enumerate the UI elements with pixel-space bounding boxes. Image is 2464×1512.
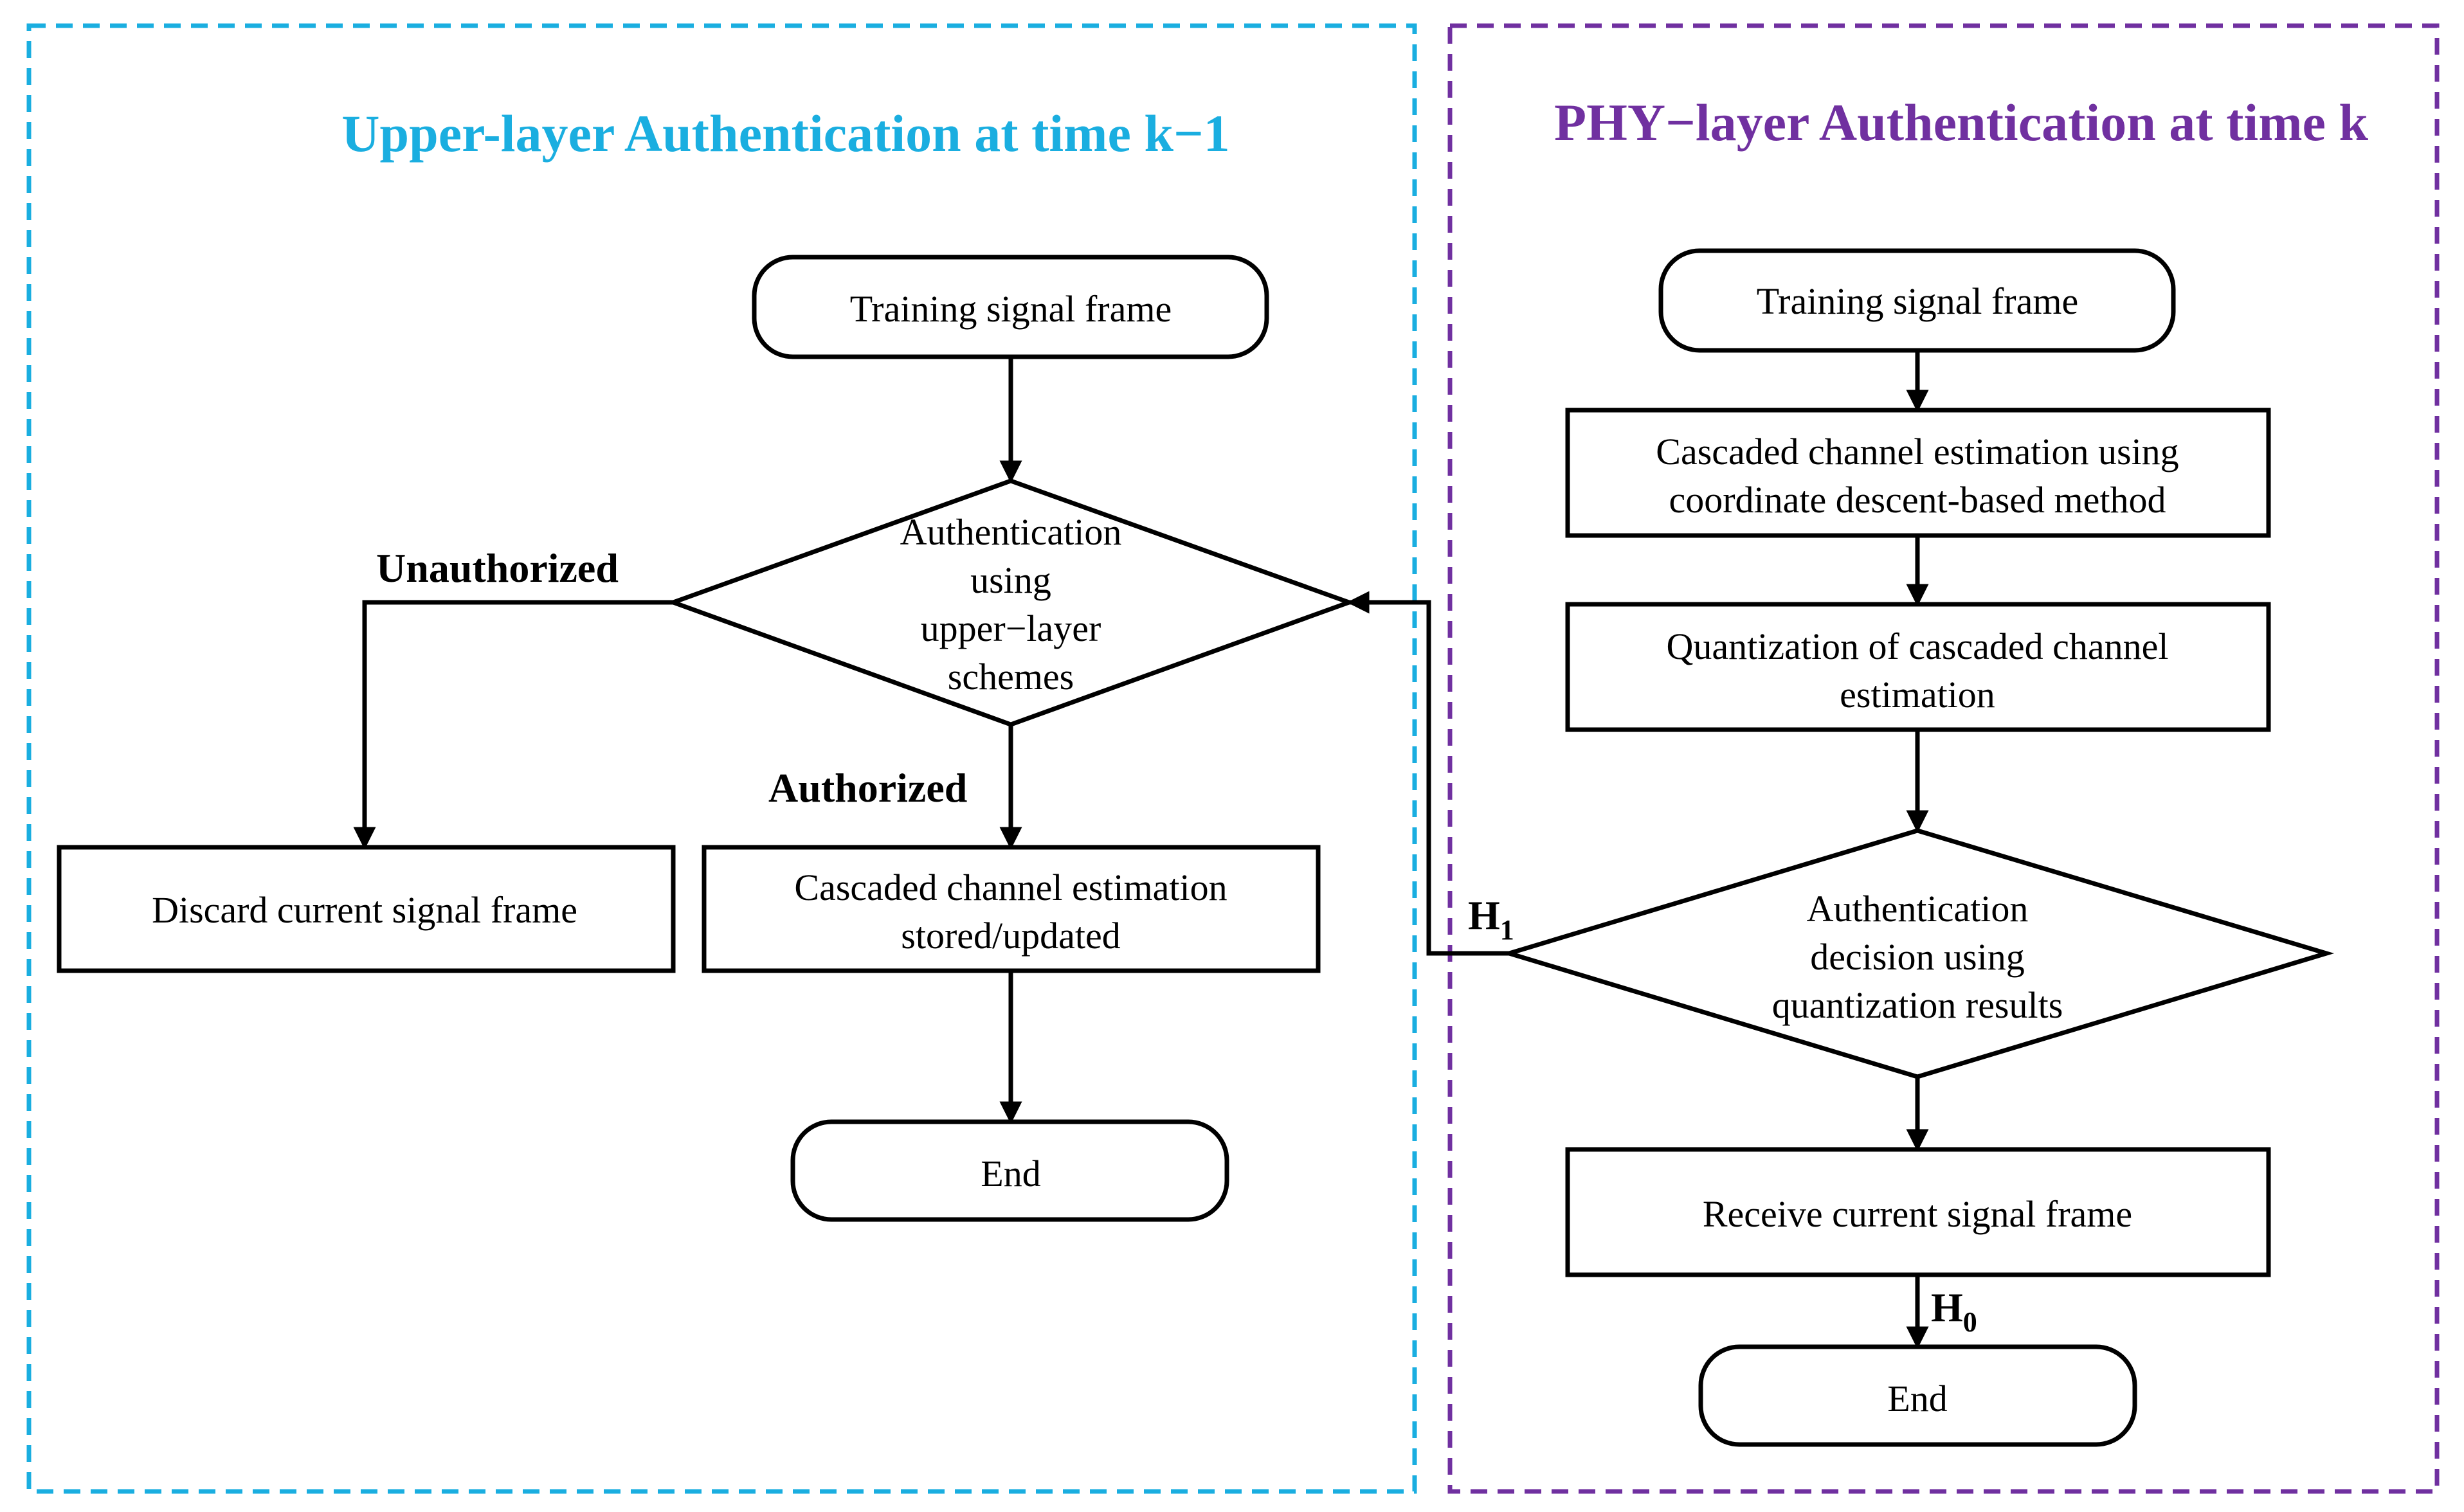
store-text-line-2: stored/updated xyxy=(901,915,1120,957)
quantization-text-line-2: estimation xyxy=(1840,674,1995,716)
upper-start-text: Training signal frame xyxy=(850,288,1172,330)
estimation-text-line-2: coordinate descent-based method xyxy=(1669,479,2166,521)
authorized-label: Authorized xyxy=(768,765,967,811)
estimation-text-line-1: Cascaded channel estimation using xyxy=(1656,431,2179,473)
discard-box xyxy=(57,845,676,973)
discard-text: Discard current signal frame xyxy=(152,889,577,931)
receive-box xyxy=(1565,1147,2271,1277)
upper-panel-title: Upper-layer Authentication at time k−1 xyxy=(341,104,1229,163)
upper-decision-line-4: schemes xyxy=(948,656,1074,698)
phy-decision-line-1: Authentication xyxy=(1807,888,2029,930)
phy-decision-line-2: decision using xyxy=(1810,936,2024,978)
store-text-line-1: Cascaded channel estimation xyxy=(794,867,1227,908)
upper-layer-panel xyxy=(26,23,1417,1494)
edge-unauthorized xyxy=(353,600,673,850)
h0-label: H0 xyxy=(1931,1284,1977,1338)
quantization-text-line-1: Quantization of cascaded channel xyxy=(1666,626,2168,667)
phy-decision-line-3: quantization results xyxy=(1772,984,2063,1026)
phy-panel-title: PHY−layer Authentication at time k xyxy=(1554,93,2368,152)
upper-decision-line-3: upper−layer xyxy=(921,608,1101,649)
phy-end-text: End xyxy=(1887,1378,1947,1419)
upper-end-terminal xyxy=(790,1119,1229,1222)
quantization-box xyxy=(1565,602,2271,732)
receive-text: Receive current signal frame xyxy=(1703,1193,2132,1235)
upper-decision-line-2: using xyxy=(970,559,1051,601)
phy-layer-panel xyxy=(1447,23,2440,1494)
unauthorized-label: Unauthorized xyxy=(376,545,619,591)
phy-start-text: Training signal frame xyxy=(1757,280,2078,322)
h1-label: H1 xyxy=(1468,892,1514,946)
edge-h1-feedback xyxy=(1346,591,1509,956)
upper-decision-line-1: Authentication xyxy=(900,511,1122,553)
upper-end-text: End xyxy=(981,1153,1040,1194)
phy-end-terminal xyxy=(1698,1344,2137,1447)
